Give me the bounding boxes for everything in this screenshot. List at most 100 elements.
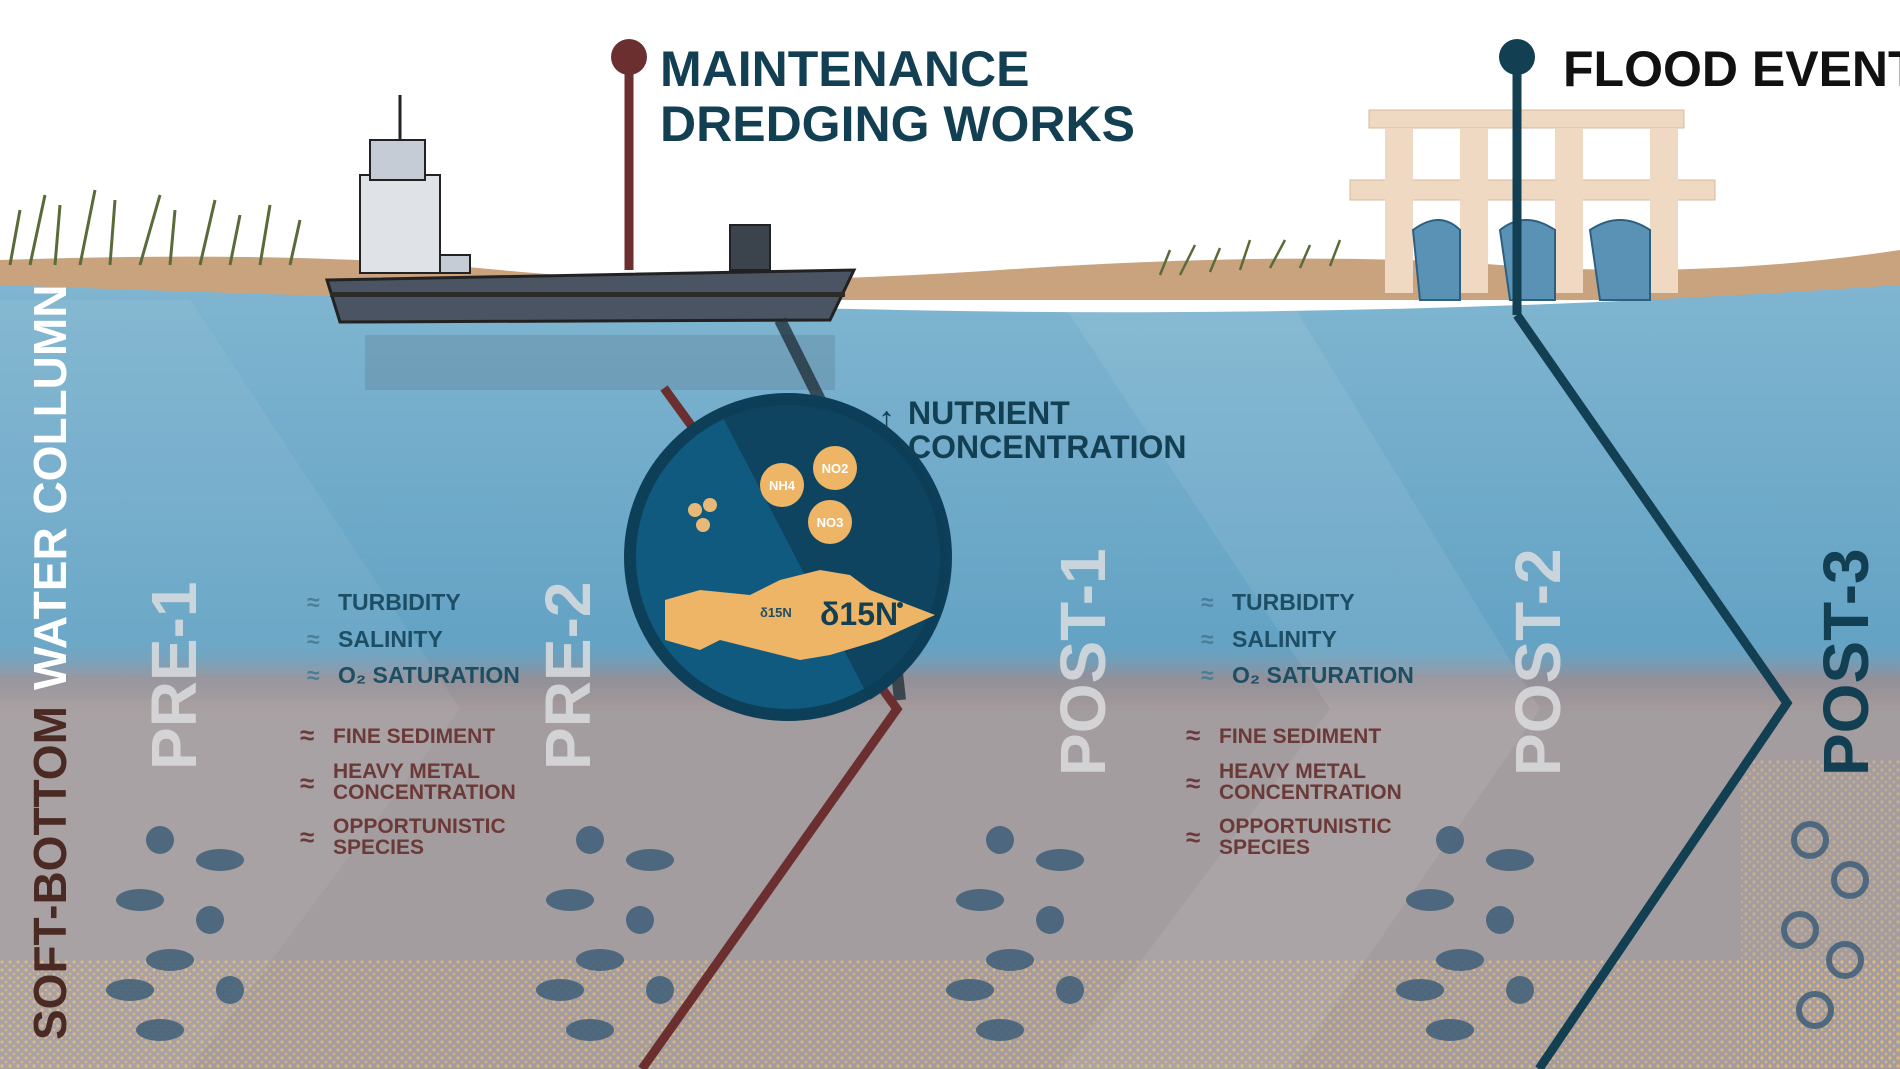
amphipod-icon <box>626 849 674 871</box>
snail-icon <box>1436 826 1464 854</box>
flood-event-label: FLOOD EVENT <box>1563 41 1900 97</box>
amphipod-icon <box>566 1019 614 1041</box>
snail-icon <box>196 906 224 934</box>
amphipod-icon <box>106 979 154 1001</box>
svg-text:≈: ≈ <box>1186 720 1200 750</box>
grass-right-icon <box>1158 239 1342 276</box>
svg-text:≈: ≈ <box>300 720 314 750</box>
snail-icon <box>576 826 604 854</box>
molecule-nh4: NH4 <box>760 463 804 507</box>
effect-fine-sediment: FINE SEDIMENT <box>333 725 495 748</box>
water-column-area <box>0 285 1900 709</box>
effect-salinity: SALINITY <box>338 626 443 652</box>
polychaete-icon <box>1826 941 1864 979</box>
sandy-sediment <box>0 960 1900 1069</box>
svg-text:≈: ≈ <box>307 662 320 688</box>
period-pre-2: PRE-2 <box>532 582 604 771</box>
dredging-ship-icon <box>324 95 906 701</box>
snail-icon <box>626 906 654 934</box>
amphipod-icon <box>136 1019 184 1041</box>
svg-text:≈: ≈ <box>307 626 320 652</box>
svg-text:NO3: NO3 <box>817 515 844 530</box>
svg-text:CONCENTRATION: CONCENTRATION <box>1219 781 1402 804</box>
sky <box>0 0 1900 300</box>
effect-o2-saturation: O₂ SATURATION <box>1232 662 1414 688</box>
amphipod-icon <box>576 949 624 971</box>
svg-text:SPECIES: SPECIES <box>1219 836 1310 859</box>
polychaete-icon <box>1781 911 1819 949</box>
molecule-no3: NO3 <box>808 500 852 544</box>
dredging-label-line2: DREDGING WORKS <box>660 96 1135 152</box>
grass-left-icon <box>8 189 302 266</box>
svg-text:≈: ≈ <box>1186 768 1200 798</box>
turbidity-haze <box>0 640 1900 715</box>
snail-icon <box>146 826 174 854</box>
effects-post: ≈ TURBIDITY ≈ SALINITY ≈ O₂ SATURATION ≈ FIN… <box>1186 589 1414 859</box>
svg-text:NH4: NH4 <box>769 478 796 493</box>
fish-icon <box>665 570 935 660</box>
period-pre-1: PRE-1 <box>138 582 210 771</box>
snail-icon <box>1036 906 1064 934</box>
svg-text:≈: ≈ <box>307 589 320 615</box>
snail-icon <box>216 976 244 1004</box>
amphipod-icon <box>976 1019 1024 1041</box>
effect-turbidity: TURBIDITY <box>1232 589 1355 615</box>
period-post-1: POST-1 <box>1047 548 1119 776</box>
soft-bottom-label: SOFT-BOTTOM <box>24 706 76 1040</box>
benthic-fauna-icons <box>106 821 1869 1041</box>
amphipod-icon <box>116 889 164 911</box>
polychaete-icon <box>1831 861 1869 899</box>
amphipod-icon <box>546 889 594 911</box>
dredging-pin-icon <box>611 39 647 75</box>
amphipod-icon <box>1486 849 1534 871</box>
effect-salinity: SALINITY <box>1232 626 1337 652</box>
dredging-label-line1: MAINTENANCE <box>660 41 1029 97</box>
effect-opportunistic-species: OPPORTUNISTIC <box>1219 815 1392 838</box>
svg-text:≈: ≈ <box>1201 589 1214 615</box>
snail-icon <box>1056 976 1084 1004</box>
flood-timeline-line <box>1512 57 1793 1069</box>
svg-text:NO2: NO2 <box>822 461 849 476</box>
amphipod-icon <box>1036 849 1084 871</box>
period-post-3: POST-3 <box>1810 548 1882 776</box>
effect-opportunistic-species: OPPORTUNISTIC <box>333 815 506 838</box>
polychaete-icon <box>1796 991 1834 1029</box>
amphipod-icon <box>1396 979 1444 1001</box>
post1-band <box>1060 300 1540 1069</box>
svg-text:≈: ≈ <box>300 768 314 798</box>
snail-icon <box>986 826 1014 854</box>
effects-pre: ≈ TURBIDITY ≈ SALINITY ≈ O₂ SATURATION ≈ FIN… <box>300 589 520 859</box>
effect-heavy-metal: HEAVY METAL <box>333 760 480 783</box>
small-molecules-icon <box>688 498 717 532</box>
period-post-2: POST-2 <box>1502 548 1574 776</box>
flood-pin-icon <box>1499 39 1535 75</box>
svg-text:≈: ≈ <box>1186 822 1200 852</box>
nutrient-label-line1: NUTRIENT <box>908 395 1070 431</box>
water-column-label: WATER COLLUMN <box>24 285 76 690</box>
isotope-small-label: δ15N <box>760 605 792 620</box>
effect-fine-sediment: FINE SEDIMENT <box>1219 725 1381 748</box>
flood-gate-icon <box>1349 109 1716 301</box>
svg-text:CONCENTRATION: CONCENTRATION <box>333 781 516 804</box>
snail-icon <box>646 976 674 1004</box>
effect-turbidity: TURBIDITY <box>338 589 461 615</box>
snail-icon <box>1506 976 1534 1004</box>
effect-o2-saturation: O₂ SATURATION <box>338 662 520 688</box>
polychaete-icon <box>1791 821 1829 859</box>
amphipod-icon <box>1406 889 1454 911</box>
svg-text:≈: ≈ <box>300 822 314 852</box>
amphipod-icon <box>1436 949 1484 971</box>
amphipod-icon <box>946 979 994 1001</box>
amphipod-icon <box>536 979 584 1001</box>
nutrient-magnifier: δ15N δ15N NH4 NO2 NO3 <box>624 393 952 721</box>
isotope-large-label: δ15N <box>820 596 898 632</box>
effect-heavy-metal: HEAVY METAL <box>1219 760 1366 783</box>
snail-icon <box>1486 906 1514 934</box>
amphipod-icon <box>196 849 244 871</box>
amphipod-icon <box>986 949 1034 971</box>
amphipod-icon <box>1426 1019 1474 1041</box>
svg-text:SPECIES: SPECIES <box>333 836 424 859</box>
sandy-sediment-post3 <box>1740 760 1900 1069</box>
